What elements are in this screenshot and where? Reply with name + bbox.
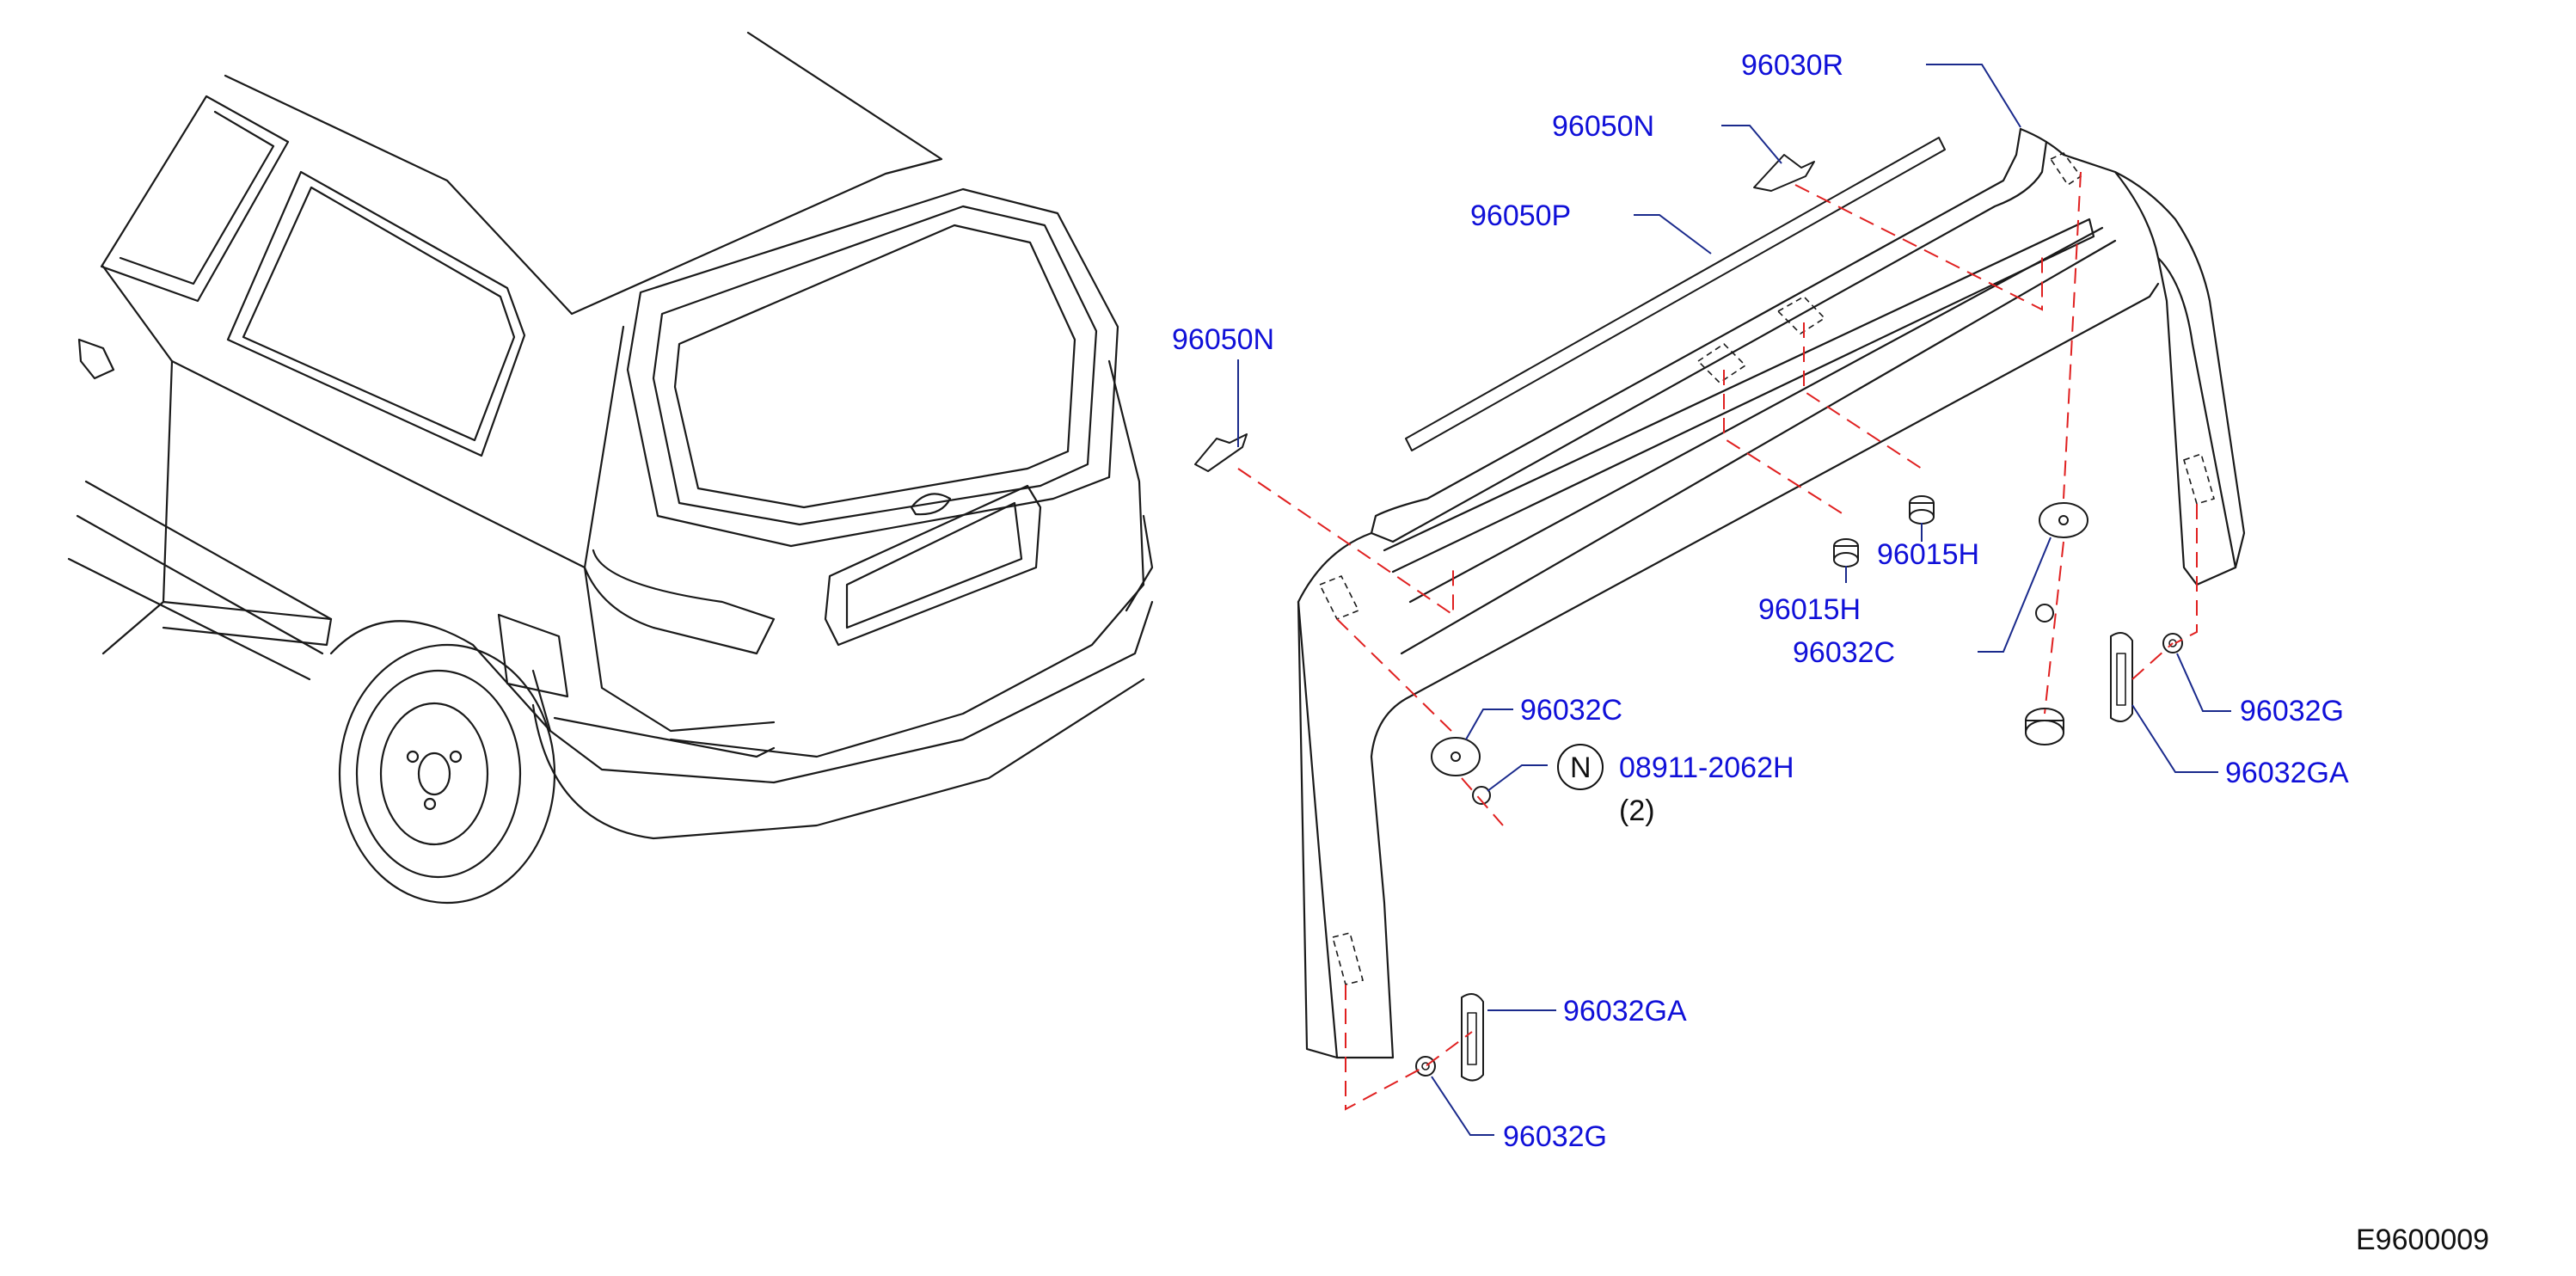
callout-96032G-right: 96032G [2240, 695, 2344, 727]
trim-assembly [1194, 127, 2246, 1082]
grommet-96015H-right [1909, 495, 1935, 525]
callout-quantity: (2) [1619, 794, 1655, 827]
callout-96015H-right: 96015H [1877, 538, 1979, 571]
callout-96032GA-left: 96032GA [1563, 995, 1687, 1028]
callout-96030R: 96030R [1741, 49, 1843, 82]
clip-96050N-top [1753, 154, 1815, 192]
fastener-96032GA-right [2110, 632, 2133, 722]
clip-96050N-left [1194, 433, 1248, 472]
nut-08911-2062H [1472, 786, 1491, 805]
nut-right [2035, 604, 2054, 623]
callout-96032GA-right: 96032GA [2225, 757, 2349, 789]
callout-08911-2062H: 08911-2062H [1619, 751, 1794, 784]
nut-symbol: N [1570, 751, 1592, 784]
callout-96032C-left: 96032C [1520, 694, 1622, 727]
fastener-96032GA-left [1461, 993, 1484, 1082]
callout-96050N-left: 96050N [1172, 323, 1274, 356]
phantom-lines [1237, 171, 2198, 1111]
grommet-96015H-left [1833, 538, 1859, 567]
leader-lines [1237, 64, 2231, 1136]
molding-strip [1405, 137, 1946, 451]
callout-96032G-left: 96032G [1503, 1120, 1607, 1153]
vehicle-illustration [67, 31, 1154, 905]
plug-right [2025, 708, 2064, 745]
nut-callout: N 08911-2062H (2) [1557, 744, 1794, 827]
callout-96015H-left: 96015H [1758, 593, 1861, 626]
callout-96032C-right: 96032C [1793, 636, 1895, 669]
washer-96032G-left [1415, 1056, 1436, 1077]
callout-96050P: 96050P [1470, 199, 1571, 232]
callout-96050N-top: 96050N [1552, 110, 1654, 143]
figure-id: E9600009 [2356, 1224, 2489, 1256]
